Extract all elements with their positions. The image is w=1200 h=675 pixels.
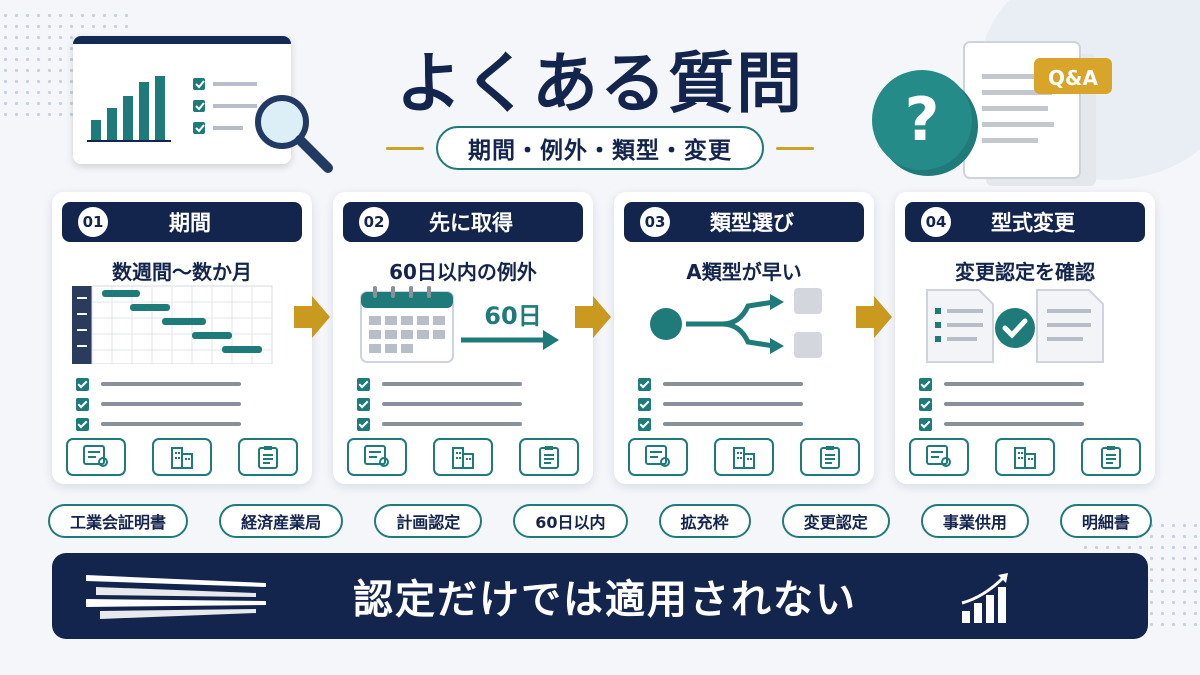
qa-document-illustration bbox=[872, 41, 1112, 186]
certificate-icon[interactable] bbox=[909, 438, 969, 476]
bar-chart-icon bbox=[87, 76, 257, 142]
checklist bbox=[638, 374, 803, 434]
clipboard-icon[interactable] bbox=[800, 438, 860, 476]
checkbox-icon bbox=[76, 377, 89, 391]
step-caption: 60日以内の例外 bbox=[389, 260, 537, 284]
checklist bbox=[357, 374, 522, 434]
arrow-right-icon bbox=[856, 296, 892, 338]
step-number: 02 bbox=[359, 207, 389, 237]
keyword-tag[interactable]: 事業供用 bbox=[920, 504, 1029, 538]
checkbox-icon bbox=[919, 397, 932, 411]
checkbox-icon bbox=[638, 417, 651, 431]
doc-icon-row bbox=[66, 438, 298, 476]
arrow-right-icon bbox=[575, 296, 611, 338]
subtitle-rule-right bbox=[776, 146, 814, 150]
step-card-2: 02 先に取得 60日以内の例外 60日 bbox=[333, 192, 593, 484]
conclusion-text: 認定だけでは適用されない bbox=[353, 577, 857, 623]
clipboard-icon[interactable] bbox=[1081, 438, 1141, 476]
branch-choice-icon bbox=[650, 288, 822, 358]
building-icon[interactable] bbox=[433, 438, 493, 476]
checkbox-icon bbox=[638, 377, 651, 391]
building-icon[interactable] bbox=[152, 438, 212, 476]
checkbox-icon bbox=[76, 417, 89, 431]
doc-icon-row bbox=[909, 438, 1141, 476]
certificate-icon[interactable] bbox=[66, 438, 126, 476]
keyword-tag[interactable]: 工業会証明書 bbox=[48, 504, 189, 538]
gantt-chart-icon bbox=[72, 285, 273, 364]
step-title: 先に取得 bbox=[429, 211, 513, 235]
keyword-tag[interactable]: 60日以内 bbox=[513, 504, 628, 538]
step-caption: 数週間〜数か月 bbox=[112, 260, 252, 284]
doc-icon-row bbox=[347, 438, 579, 476]
checkbox-icon bbox=[919, 417, 932, 431]
step-number: 03 bbox=[640, 207, 670, 237]
dashboard-illustration bbox=[73, 36, 291, 164]
step-header: 01 期間 bbox=[62, 202, 302, 242]
building-icon[interactable] bbox=[714, 438, 774, 476]
keyword-tag[interactable]: 計画認定 bbox=[374, 504, 483, 538]
keyword-tag[interactable]: 拡充枠 bbox=[658, 504, 751, 538]
doc-icon-row bbox=[628, 438, 860, 476]
certificate-icon[interactable] bbox=[347, 438, 407, 476]
step-title: 型式変更 bbox=[991, 211, 1075, 235]
checklist bbox=[919, 374, 1084, 434]
step-header: 02 先に取得 bbox=[343, 202, 583, 242]
checkbox-icon bbox=[638, 397, 651, 411]
clipboard-icon[interactable] bbox=[238, 438, 298, 476]
checklist bbox=[76, 374, 241, 434]
step-caption: A類型が早い bbox=[686, 260, 802, 284]
step-header: 04 型式変更 bbox=[905, 202, 1145, 242]
keyword-tag[interactable]: 明細書 bbox=[1059, 504, 1152, 538]
arrow-right-icon bbox=[294, 296, 330, 338]
growth-chart-icon bbox=[961, 573, 1008, 623]
building-icon[interactable] bbox=[995, 438, 1055, 476]
keyword-tag[interactable]: 経済産業局 bbox=[219, 504, 344, 538]
step-number: 04 bbox=[921, 207, 951, 237]
subtitle-rule-left bbox=[386, 146, 424, 150]
sixty-days-label: 60日 bbox=[484, 302, 542, 330]
subtitle-pill: 期間・例外・類型・変更 bbox=[436, 126, 764, 170]
question-mark-icon: ? bbox=[904, 85, 940, 155]
keyword-tag-row: 工業会証明書 経済産業局 計画認定 60日以内 拡充枠 変更認定 事業供用 明細… bbox=[48, 504, 1152, 538]
checkbox-icon bbox=[919, 377, 932, 391]
document-compare-icon bbox=[926, 289, 1104, 363]
step-caption: 変更認定を確認 bbox=[955, 260, 1095, 284]
step-card-3: 03 類型選び A類型が早い bbox=[614, 192, 874, 484]
step-card-1: 01 期間 数週間〜数か月 bbox=[52, 192, 312, 484]
subtitle-row: 期間・例外・類型・変更 bbox=[365, 125, 835, 171]
clipboard-icon[interactable] bbox=[519, 438, 579, 476]
step-card-4: 04 型式変更 変更認定を確認 bbox=[895, 192, 1155, 484]
qa-badge: Q&A bbox=[1048, 66, 1098, 90]
step-title: 期間 bbox=[169, 211, 211, 235]
step-title: 類型選び bbox=[710, 211, 794, 235]
step-number: 01 bbox=[78, 207, 108, 237]
keyword-tag[interactable]: 変更認定 bbox=[781, 504, 890, 538]
magnifier-icon bbox=[255, 95, 333, 173]
page-title: よくある質問 bbox=[396, 45, 804, 122]
checkbox-icon bbox=[76, 397, 89, 411]
checkbox-icon bbox=[357, 417, 370, 431]
conclusion-banner: 認定だけでは適用されない bbox=[52, 553, 1148, 639]
speed-lines-icon bbox=[86, 575, 266, 619]
checkbox-icon bbox=[357, 397, 370, 411]
checkbox-icon bbox=[357, 377, 370, 391]
calendar-icon bbox=[360, 286, 559, 363]
step-header: 03 類型選び bbox=[624, 202, 864, 242]
certificate-icon[interactable] bbox=[628, 438, 688, 476]
